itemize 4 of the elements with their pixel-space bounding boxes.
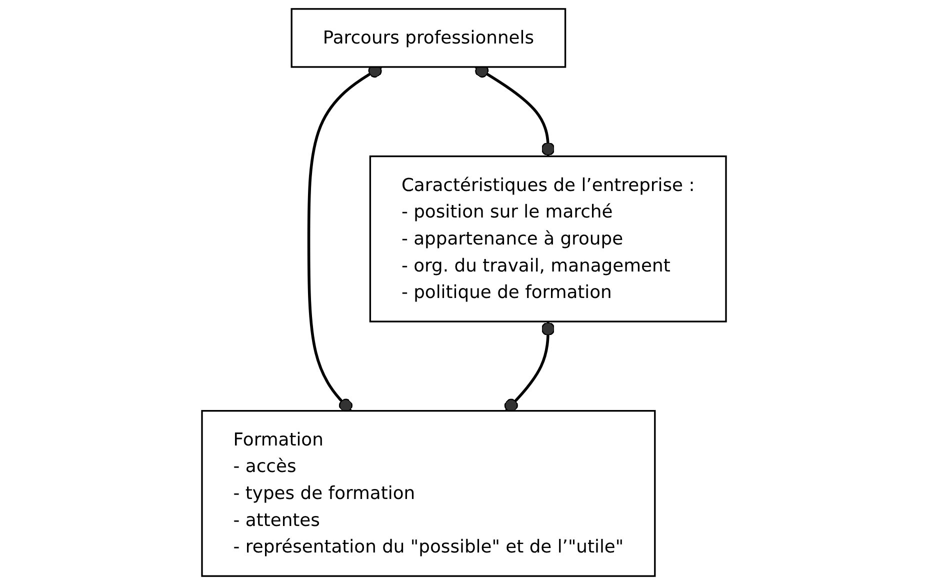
- node-box: Formation - accès - types de formation - attentes - représentation du "possible" et de l’"utile": [201, 410, 656, 577]
- connector: [504, 322, 555, 412]
- node-box: Parcours professionnels: [290, 8, 566, 68]
- node-box: Caractéristiques de l’entreprise : - position sur le marché - appartenance à groupe - org. du travail, management - politique de formation: [369, 155, 727, 322]
